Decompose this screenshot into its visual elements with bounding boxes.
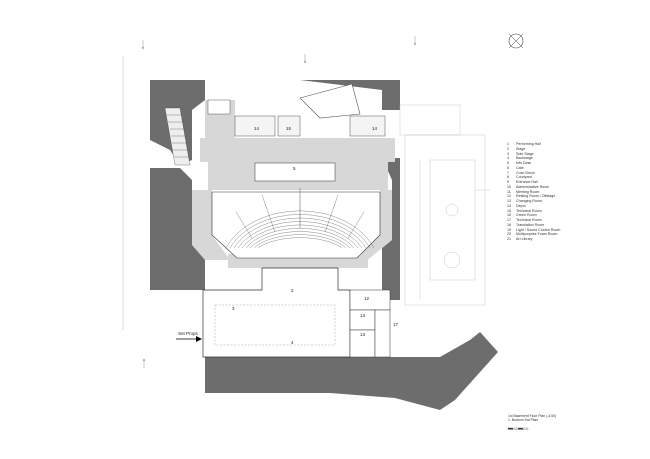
legend-number: 7 (507, 170, 509, 175)
room-label-14a: 14 (254, 126, 260, 131)
legend-number: 9 (507, 180, 509, 184)
legend-label: Stage (516, 146, 526, 151)
legend-label: Resting Room / Offstage (516, 194, 556, 199)
legend-item: 18 Translation Room (507, 223, 560, 228)
legend-item: 21 Art Library (507, 237, 560, 242)
legend-label: Technical Room (516, 208, 542, 213)
legend-number: 15 (507, 208, 511, 213)
set-props-label: Set Props (178, 331, 199, 336)
legend-number: 16 (507, 213, 511, 218)
legend-item: 17 Technical Room (507, 218, 560, 223)
room-label-5: 5 (293, 166, 296, 171)
legend-number: 20 (507, 232, 511, 237)
legend-label: Art Library (516, 237, 533, 241)
legend-number: 6 (507, 165, 509, 170)
scale-bar (507, 427, 529, 430)
legend-number: 21 (507, 237, 511, 241)
legend-number: 4 (507, 156, 509, 161)
legend-label: Entrance Hall (516, 180, 538, 184)
seating-fan (225, 188, 375, 249)
legend-number: 14 (507, 203, 511, 208)
legend-item: 9 Entrance Hall (507, 180, 560, 185)
room-label-14b: 14 (372, 126, 378, 131)
legend-item: 4 Backstage (507, 156, 560, 161)
plan-caption: 1st Basement Floor Plan (-4.50) 1. Bodru… (508, 414, 556, 423)
legend-number: 2 (507, 146, 509, 151)
upper-rooms (234, 115, 386, 137)
legend-item: 7 Coat Check (507, 171, 560, 176)
room-label-15: 15 (286, 126, 292, 131)
north-arrow-icon (508, 33, 524, 49)
legend-number: 11 (507, 189, 511, 194)
legend-number: 5 (507, 161, 509, 165)
stage-inner (214, 304, 336, 346)
legend-label: Cafe (516, 165, 524, 170)
legend-item: 1 Performing Hall (507, 142, 560, 147)
legend-label: Translation Room (516, 222, 545, 227)
legend-number: 1 (507, 142, 509, 146)
caption-subtitle: 1. Bodrum Kat Planı (508, 418, 539, 423)
legend-label: Green Room (516, 213, 537, 218)
room-label-13a: 13 (360, 313, 366, 318)
legend-item: 14 Depot (507, 204, 560, 209)
legend-label: Side Stage (516, 151, 534, 156)
legend-item: 11 Meeting Room (507, 190, 560, 195)
room-label-12: 12 (364, 296, 370, 301)
room-label-4: 4 (291, 340, 294, 345)
legend-label: Info Desk (516, 161, 532, 165)
adjacent-building (399, 104, 490, 306)
legend-item: 16 Green Room (507, 213, 560, 218)
legend-number: 13 (507, 199, 511, 203)
legend-label: Depot (516, 203, 526, 208)
set-props-arrow-icon (176, 336, 202, 342)
legend-item: 6 Cafe (507, 166, 560, 171)
legend-label: Technical Room (516, 218, 542, 222)
skylight-wedge (299, 83, 361, 119)
stair-left (164, 107, 191, 166)
legend-number: 8 (507, 175, 509, 180)
legend-number: 3 (507, 151, 509, 156)
legend: 1 Performing Hall 2 Stage 3 Side Stage 4 Backst… (507, 142, 560, 242)
stage-block (202, 267, 351, 358)
legend-item: 13 Changing Room (507, 199, 560, 204)
legend-label: Meeting Room (516, 189, 540, 194)
legend-number: 18 (507, 222, 511, 227)
legend-item: 5 Info Desk (507, 161, 560, 166)
legend-item: 10 Administrative Room (507, 185, 560, 190)
legend-item: 15 Technical Room (507, 209, 560, 214)
legend-number: 17 (507, 218, 511, 222)
legend-label: Coat Check (516, 170, 535, 175)
room-label-17: 17 (393, 322, 399, 327)
legend-item: 19 Light / Sound Control Room (507, 228, 560, 233)
legend-label: Backstage (516, 156, 533, 161)
legend-number: 19 (507, 227, 511, 232)
caption-title: 1st Basement Floor Plan (-4.50) (508, 414, 557, 418)
legend-label: Changing Room (516, 199, 542, 203)
room-label-13b: 13 (360, 332, 366, 337)
legend-label: Administrative Room (516, 184, 550, 189)
legend-number: 10 (507, 184, 511, 189)
info-desk (254, 162, 336, 182)
room-labels: 14 15 14 5 2 3 4 12 13 13 17 (232, 126, 399, 345)
room-label-2: 2 (291, 288, 294, 293)
legend-number: 12 (507, 194, 511, 199)
service-rooms (349, 289, 391, 358)
legend-item: 12 Resting Room / Offstage (507, 194, 560, 199)
room-label-3: 3 (232, 306, 235, 311)
legend-item: 8 Courtyard (507, 175, 560, 180)
legend-item: 2 Stage (507, 147, 560, 152)
legend-item: 20 Multipurpose Foam Room (507, 232, 560, 237)
legend-label: Light / Sound Control Room (516, 227, 561, 232)
legend-item: 3 Side Stage (507, 152, 560, 157)
legend-label: Performing Hall (516, 142, 541, 146)
legend-label: Courtyard (516, 175, 532, 180)
legend-label: Multipurpose Foam Room (516, 232, 558, 237)
stair-top (207, 99, 231, 115)
